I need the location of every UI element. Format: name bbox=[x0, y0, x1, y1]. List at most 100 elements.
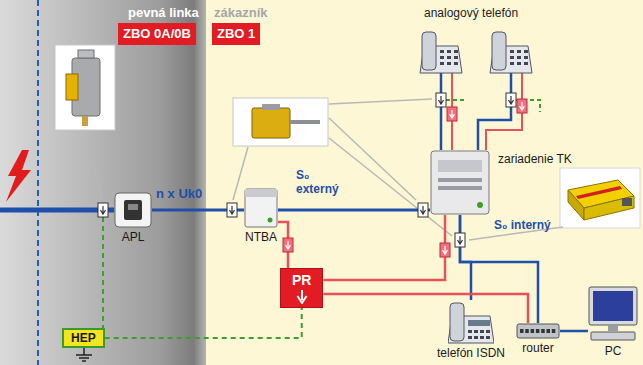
arrester-photo bbox=[82, 116, 88, 126]
phone-part bbox=[450, 303, 464, 341]
analog-phone bbox=[510, 50, 514, 53]
device-label: zariadenie TK bbox=[498, 152, 572, 166]
arrester-symbol bbox=[98, 203, 108, 217]
phone-wire bbox=[440, 73, 443, 150]
module-photo bbox=[290, 120, 320, 124]
utility-zone bbox=[0, 0, 206, 365]
arrow-symbol bbox=[297, 290, 306, 303]
tk-part bbox=[431, 151, 489, 214]
tk-symbol bbox=[430, 150, 490, 215]
bonding-bar: HEP bbox=[62, 328, 105, 348]
wire-connector bbox=[560, 330, 588, 333]
zone-name: pevná linka bbox=[128, 5, 199, 20]
zone-box: ZBO 1 bbox=[212, 23, 260, 45]
module-photo bbox=[233, 98, 328, 146]
box-label: ZBO 0A/0B bbox=[123, 26, 191, 42]
phone-part bbox=[474, 336, 478, 339]
analog-phone bbox=[454, 50, 458, 53]
phone-part bbox=[474, 330, 478, 333]
apl-part bbox=[128, 204, 138, 210]
pc-part bbox=[608, 325, 618, 331]
signal-name: n x Uk0 bbox=[156, 186, 202, 201]
phone-part bbox=[468, 336, 472, 339]
ntba-part bbox=[245, 189, 277, 227]
socket-apl: APL bbox=[114, 192, 152, 228]
analog-phone bbox=[524, 50, 528, 53]
router-part bbox=[517, 324, 559, 338]
arrester-symbol bbox=[447, 107, 457, 121]
analog-phone bbox=[524, 62, 528, 65]
analog-phone bbox=[517, 62, 521, 65]
phone-wire bbox=[446, 99, 464, 101]
pc-part bbox=[591, 332, 635, 340]
tk-part bbox=[438, 178, 482, 182]
lightning-symbol bbox=[6, 150, 31, 202]
ground-symbol bbox=[82, 360, 86, 362]
phone-part bbox=[480, 330, 484, 333]
device-photo bbox=[568, 190, 584, 220]
wire-connector bbox=[460, 215, 471, 300]
arrester-symbol bbox=[436, 93, 446, 107]
router-box: router bbox=[516, 323, 560, 339]
module-photo bbox=[262, 104, 280, 110]
line-wire bbox=[0, 208, 114, 213]
router-part bbox=[531, 329, 535, 333]
analog-phone bbox=[510, 62, 514, 65]
apl-part bbox=[124, 200, 142, 220]
analog-phone bbox=[440, 62, 444, 65]
arrow-symbol bbox=[296, 290, 308, 304]
pc-part bbox=[593, 291, 633, 321]
arrester-symbol bbox=[506, 93, 516, 107]
ground-symbol bbox=[76, 348, 92, 361]
analog-phone bbox=[454, 56, 458, 59]
arrester-symbol bbox=[455, 233, 465, 247]
analog-phone bbox=[420, 32, 462, 73]
analog-phone bbox=[447, 62, 451, 65]
ntba-part bbox=[268, 218, 273, 223]
router-part bbox=[525, 329, 529, 333]
ground-symbol bbox=[79, 357, 89, 359]
phone-wire bbox=[441, 73, 540, 150]
arrester-symbol bbox=[283, 238, 293, 252]
leader-line bbox=[86, 131, 102, 199]
ground-symbol bbox=[76, 354, 92, 356]
arrester-symbol bbox=[418, 203, 428, 217]
phone-part bbox=[486, 330, 490, 333]
analog-phone bbox=[440, 50, 444, 53]
analog-phone bbox=[422, 32, 436, 70]
arrester-symbol bbox=[440, 243, 450, 257]
phone-part bbox=[468, 320, 490, 326]
analog-phone bbox=[440, 56, 444, 59]
box-label: PR bbox=[292, 272, 311, 288]
ntba-part bbox=[245, 189, 277, 197]
device-label: router bbox=[522, 341, 553, 355]
device-label: telefón ISDN bbox=[437, 346, 505, 360]
wire-connector bbox=[323, 215, 445, 280]
analog-phone bbox=[420, 32, 532, 73]
tk-part bbox=[477, 202, 483, 208]
device-label: APL bbox=[122, 230, 145, 244]
analog-phone bbox=[524, 56, 528, 59]
phone-part bbox=[480, 336, 484, 339]
arrester-symbol bbox=[517, 99, 527, 113]
tk-part bbox=[438, 160, 482, 172]
earth-wire bbox=[102, 217, 104, 328]
device-photo bbox=[560, 168, 640, 228]
bus-name: S₀ interný bbox=[494, 218, 551, 232]
utility-zone bbox=[0, 0, 206, 365]
analog-phone bbox=[510, 56, 514, 59]
phone-part bbox=[468, 330, 472, 333]
leader-line bbox=[86, 99, 563, 240]
arrester-photo bbox=[66, 74, 78, 100]
device-label: NTBA bbox=[245, 230, 277, 244]
lightning-symbol bbox=[6, 150, 31, 202]
device-photo bbox=[584, 196, 634, 220]
device-label: analogový telefón bbox=[424, 6, 518, 20]
module-photo bbox=[233, 98, 328, 146]
analog-phone bbox=[492, 32, 506, 70]
router-part bbox=[552, 329, 556, 333]
apl-symbol bbox=[114, 192, 152, 228]
pc-part bbox=[589, 287, 637, 325]
ntba-box: NTBA bbox=[244, 188, 278, 228]
arrester-symbol bbox=[98, 93, 527, 257]
